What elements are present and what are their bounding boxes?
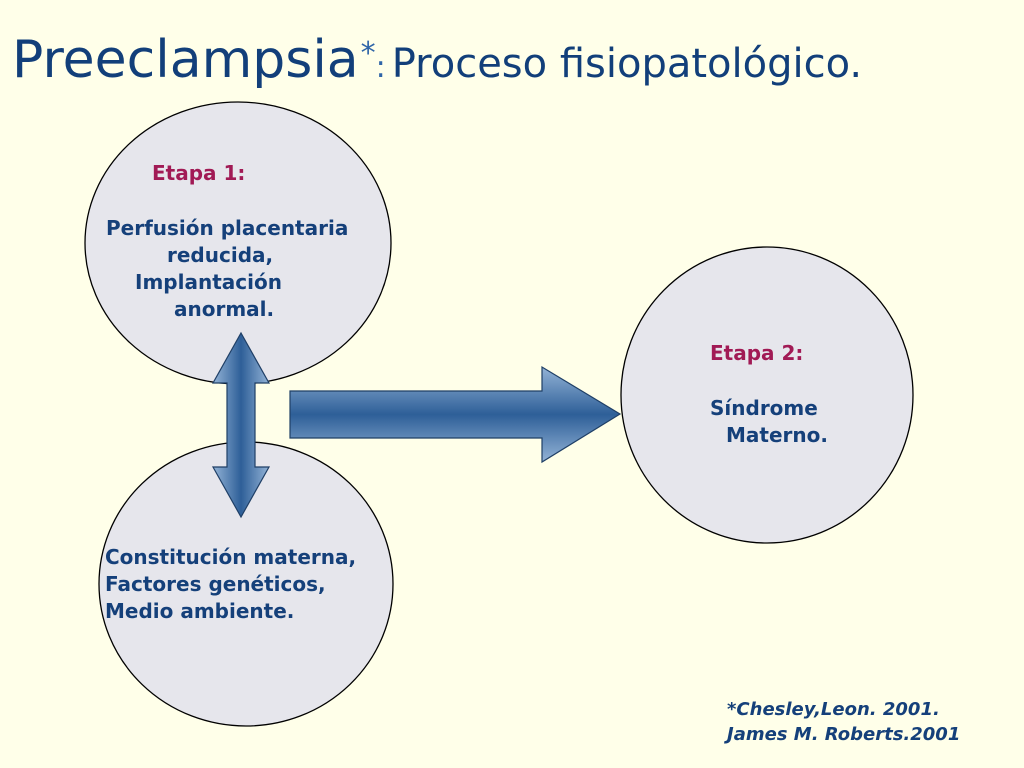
- stage2-circle: [620, 246, 914, 544]
- stage1-line: Implantación: [135, 270, 282, 294]
- stage1-description: Perfusión placentaria reducida, Implanta…: [106, 215, 348, 323]
- stage2-description: Síndrome Materno.: [710, 395, 828, 449]
- factors-description: Constitución materna, Factores genéticos…: [105, 544, 356, 625]
- title-asterisk: *: [360, 36, 376, 71]
- slide-title: Preeclampsia*:Proceso fisiopatológico.: [12, 30, 862, 90]
- stage1-line: anormal.: [174, 297, 275, 321]
- stage2-line: Materno.: [726, 423, 828, 447]
- stage2-line: Síndrome: [710, 396, 818, 420]
- title-main: Preeclampsia: [12, 30, 359, 90]
- factors-line: Medio ambiente.: [105, 599, 295, 623]
- right-arrow: [289, 365, 622, 464]
- stage1-line: reducida,: [167, 243, 274, 267]
- title-subtitle: Proceso fisiopatológico.: [391, 41, 863, 87]
- bidirectional-arrow: [211, 331, 271, 519]
- stage2-heading: Etapa 2:: [710, 341, 804, 365]
- factors-line: Constitución materna,: [105, 545, 357, 569]
- stage1-heading: Etapa 1:: [152, 161, 246, 185]
- reference-citation: *Chesley,Leon. 2001. James M. Roberts.20…: [727, 697, 960, 747]
- reference-line: James M. Roberts.2001: [727, 724, 961, 745]
- title-colon: :: [375, 50, 386, 85]
- stage1-line: Perfusión placentaria: [106, 216, 349, 240]
- factors-line: Factores genéticos,: [105, 572, 326, 596]
- reference-line: *Chesley,Leon. 2001.: [727, 699, 940, 720]
